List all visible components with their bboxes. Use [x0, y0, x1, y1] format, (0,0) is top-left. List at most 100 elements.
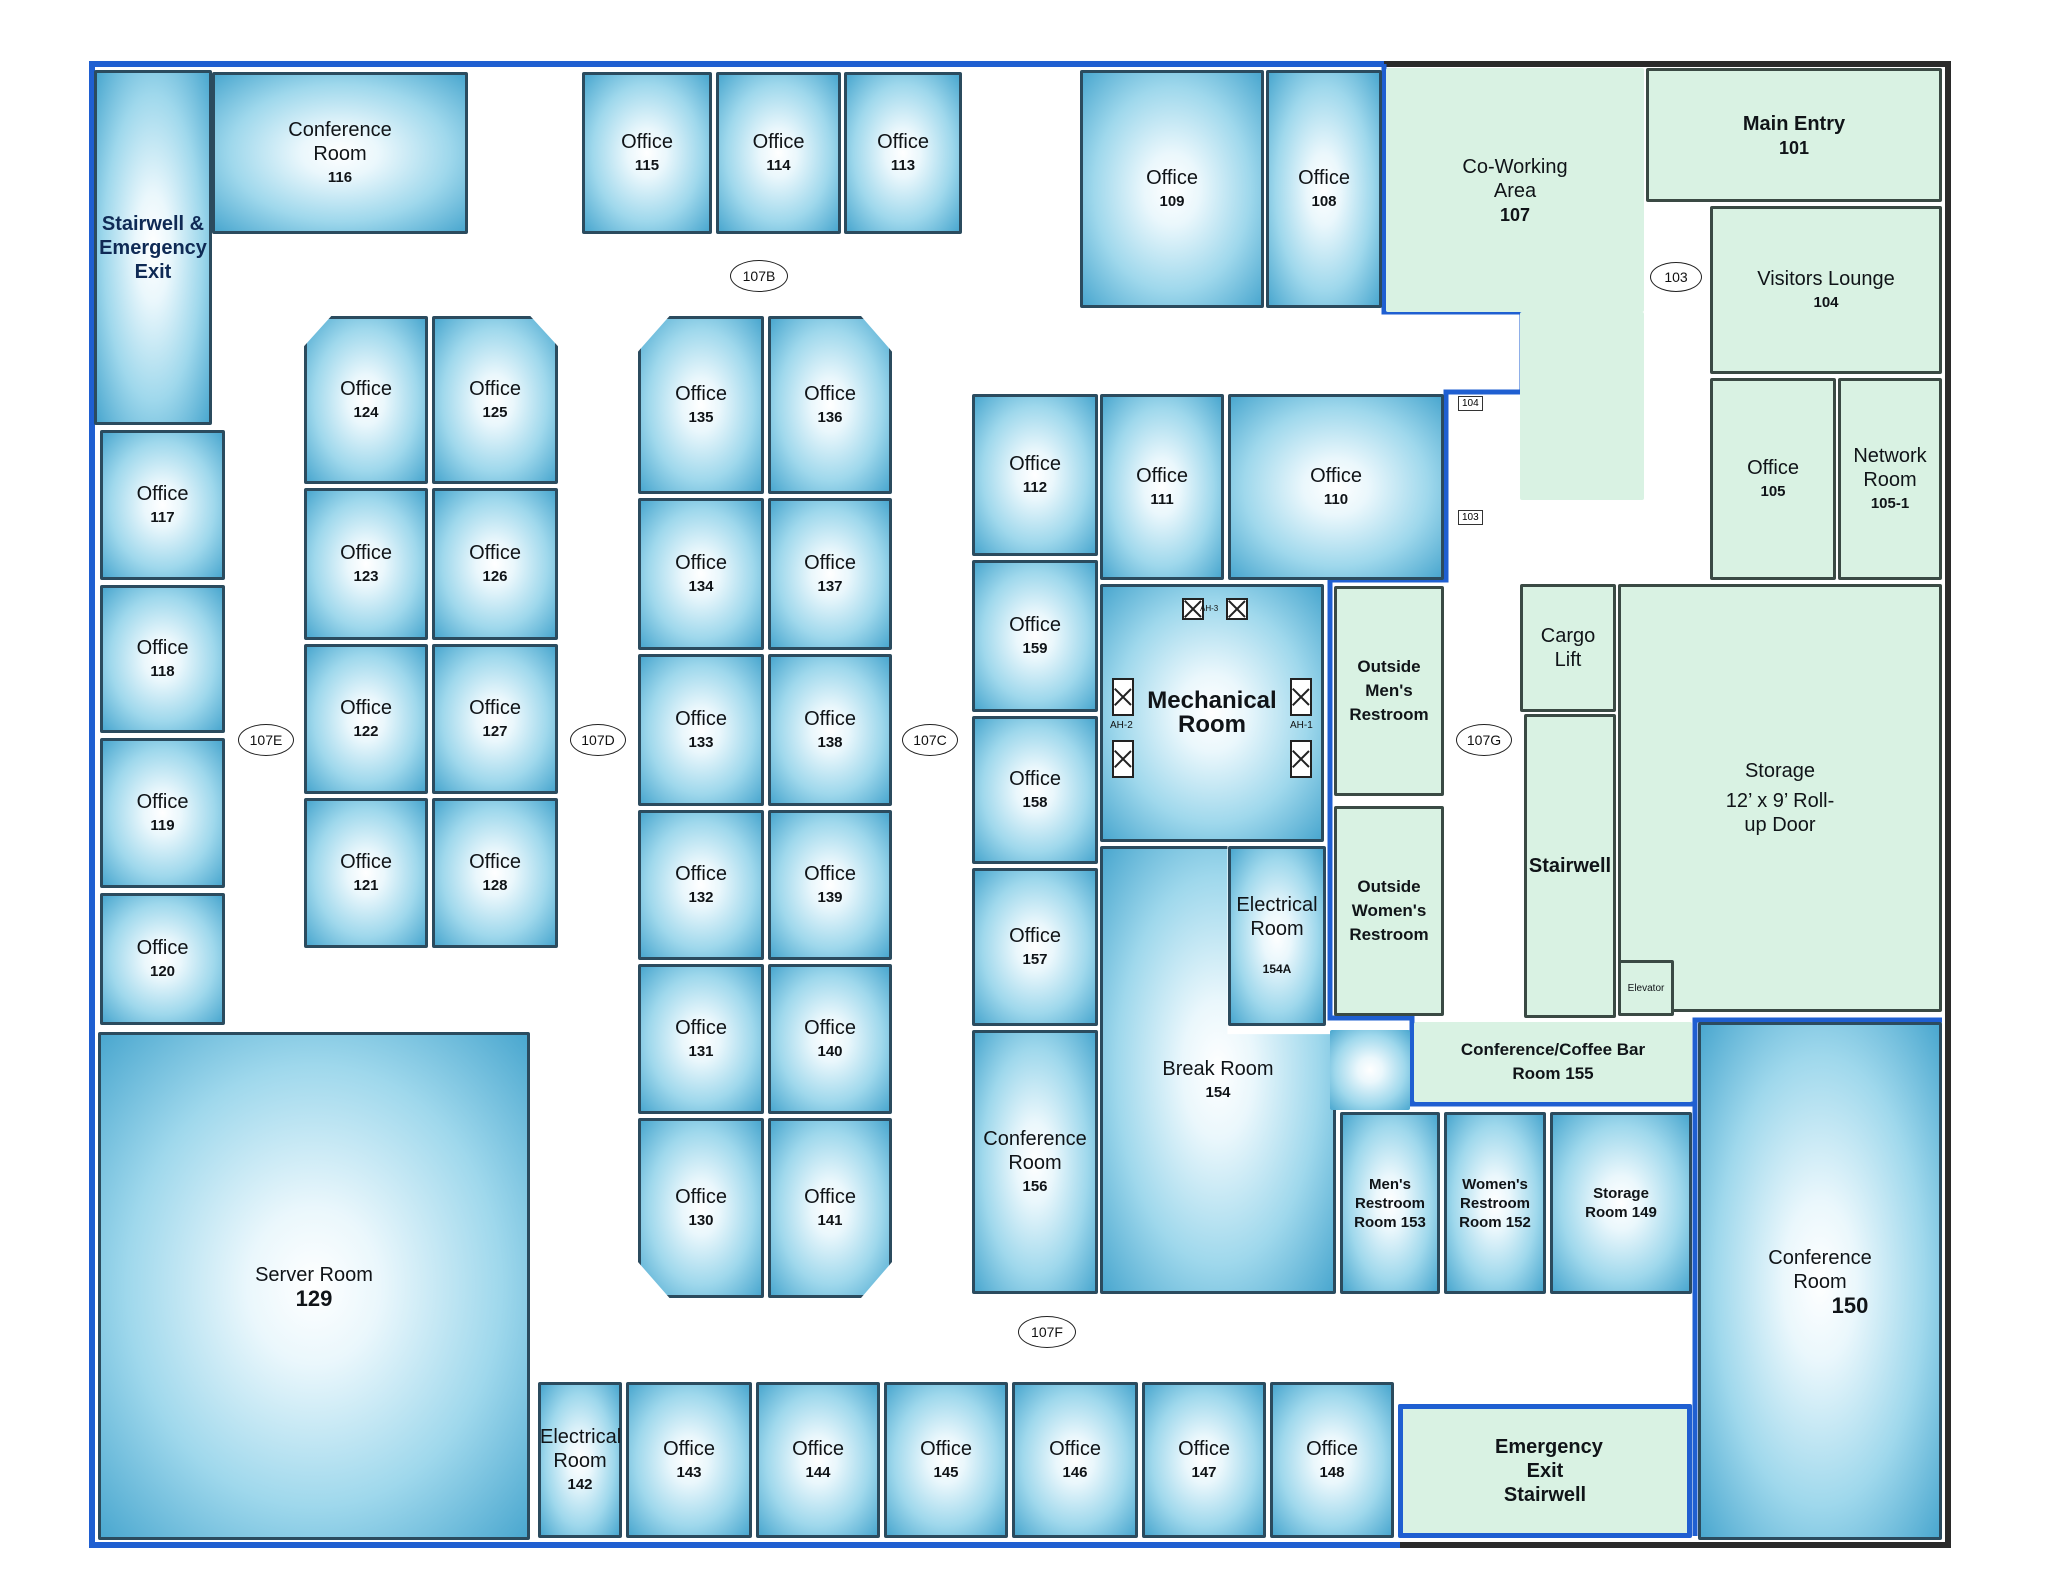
- hallway-tag-107c: 107C: [902, 724, 958, 756]
- room-number: 115: [634, 157, 660, 174]
- office-132: Office 132: [638, 810, 764, 960]
- office-124: Office 124: [304, 316, 428, 484]
- room-number: 142: [567, 1476, 593, 1493]
- visitors-lounge-104: Visitors Lounge 104: [1710, 206, 1942, 374]
- room-number: 147: [1191, 1464, 1217, 1481]
- room-number: 104: [1813, 294, 1839, 311]
- room-name: Office: [1009, 768, 1061, 790]
- door-tag-103: 103: [1458, 510, 1483, 525]
- office-134: Office 134: [638, 498, 764, 650]
- room-number: 136: [817, 409, 843, 426]
- room-name: Office: [1306, 1438, 1358, 1460]
- office-113: Office 113: [844, 72, 962, 234]
- room-name: Visitors Lounge: [1757, 268, 1895, 290]
- room-number: 137: [817, 578, 843, 595]
- room-number: 121: [353, 877, 379, 894]
- room-number: 123: [353, 568, 379, 585]
- room-number: 138: [817, 734, 843, 751]
- room-name: Office: [340, 697, 392, 719]
- storage-room-149: Storage Room 149: [1550, 1112, 1692, 1294]
- air-handler-3-unit-b: [1226, 598, 1248, 620]
- room-number: 128: [482, 877, 508, 894]
- room-name: Storage: [1744, 760, 1816, 782]
- room-name: Stairwell: [1528, 855, 1612, 877]
- outside-mens-restroom: Outside Men's Restroom: [1334, 586, 1444, 796]
- room-name: Office: [1009, 925, 1061, 947]
- room-number: 130: [688, 1212, 714, 1229]
- office-137: Office 137: [768, 498, 892, 650]
- room-name: Office: [663, 1438, 715, 1460]
- room-name: Co-Working Area: [1462, 156, 1568, 202]
- room-name: Office: [469, 851, 521, 873]
- ah3-label: AH-3: [1200, 604, 1219, 613]
- door-tag-104: 104: [1458, 396, 1483, 411]
- room-name: Outside Women's Restroom: [1349, 877, 1429, 944]
- room-name: Office: [1747, 457, 1799, 479]
- room-number: 135: [688, 409, 714, 426]
- hallway-tag-107f: 107F: [1018, 1316, 1076, 1348]
- ah1-label: AH-1: [1290, 720, 1313, 731]
- room-number: 113: [890, 157, 916, 174]
- room-number: 133: [688, 734, 714, 751]
- room-number: 124: [353, 404, 379, 421]
- mens-restroom-153: Men's Restroom Room 153: [1340, 1112, 1440, 1294]
- room-name: Office: [340, 542, 392, 564]
- room-name: Office: [1136, 465, 1188, 487]
- room-name: Office: [675, 863, 727, 885]
- room-name: Women's Restroom Room 152: [1459, 1175, 1531, 1231]
- air-handler-2-unit: [1112, 678, 1134, 716]
- elevator: Elevator: [1618, 960, 1674, 1016]
- room-number: 127: [482, 723, 508, 740]
- room-number: 118: [150, 663, 175, 680]
- room-name: Elevator: [1627, 982, 1665, 994]
- room-number: 145: [933, 1464, 959, 1481]
- room-name: Office: [469, 542, 521, 564]
- room-number: 134: [688, 578, 714, 595]
- room-name: Office: [675, 1017, 727, 1039]
- room-name: Office: [877, 131, 929, 153]
- room-number: 143: [676, 1464, 702, 1481]
- room-name: Office: [340, 851, 392, 873]
- emergency-exit-stairwell: Emergency Exit Stairwell: [1398, 1404, 1692, 1538]
- room-name: Office: [804, 383, 856, 405]
- room-name: Office: [752, 131, 805, 153]
- room-number: 132: [688, 889, 714, 906]
- room-number: 122: [353, 723, 379, 740]
- room-name: Office: [675, 552, 727, 574]
- room-name: Office: [1009, 453, 1061, 475]
- room-number: 139: [817, 889, 843, 906]
- room-name: Office: [340, 378, 392, 400]
- room-name: Conference Room: [983, 1128, 1087, 1174]
- room-name: Office: [136, 937, 189, 959]
- room-number: 129: [295, 1286, 333, 1311]
- office-128: Office 128: [432, 798, 558, 948]
- room-name: Office: [1049, 1438, 1101, 1460]
- cargo-lift: Cargo Lift: [1520, 584, 1616, 712]
- room-number: 105-1: [1870, 495, 1910, 512]
- room-name: Electrical Room: [1236, 894, 1318, 940]
- room-name: Office: [469, 378, 521, 400]
- room-number: 114: [766, 157, 791, 174]
- room-name: Office: [804, 552, 856, 574]
